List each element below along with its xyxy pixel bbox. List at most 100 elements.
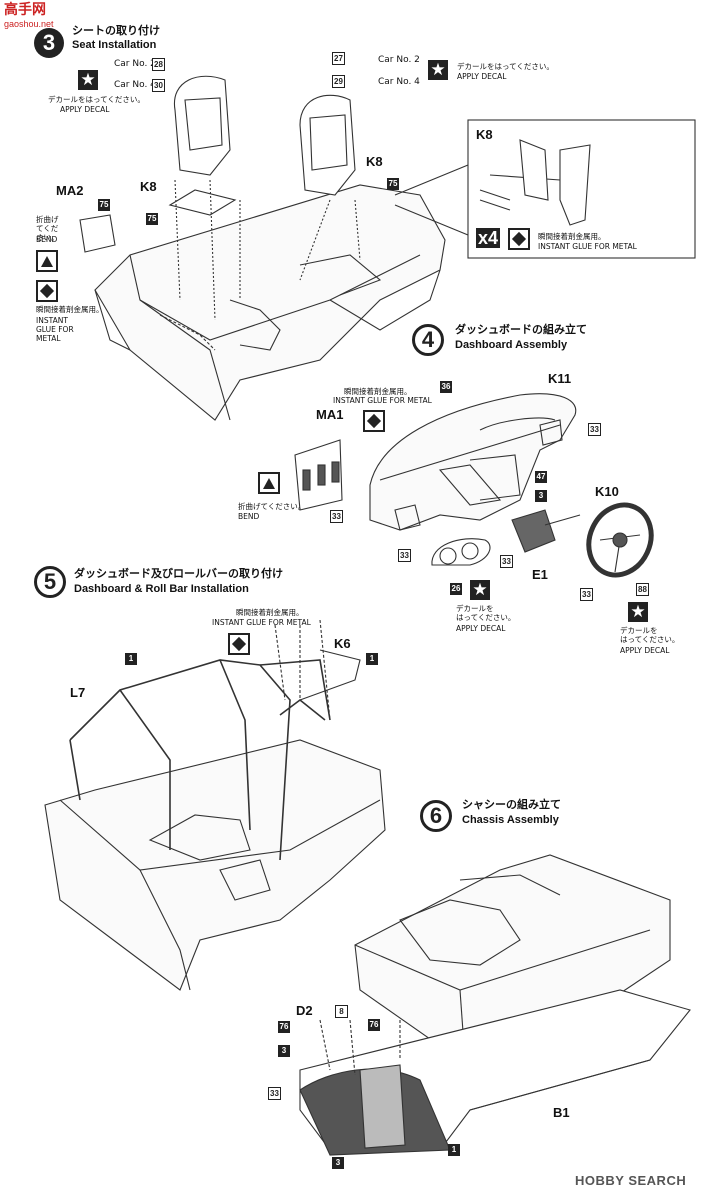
inset-glue-en: INSTANT GLUE FOR METAL xyxy=(538,242,637,251)
part-1-badge: 1 xyxy=(448,1144,460,1156)
part-33-badge: 33 xyxy=(580,588,593,601)
step6-number: 6 xyxy=(420,800,452,832)
step5-car-body xyxy=(44,739,386,991)
step3-car-body xyxy=(94,184,446,421)
ma2-bend-en: BEND xyxy=(36,235,58,244)
step3-decal-en: APPLY DECAL xyxy=(60,105,110,114)
part-76-badge: 76 xyxy=(368,1019,380,1031)
step3-seats xyxy=(168,75,361,321)
part-33-badge: 33 xyxy=(398,549,411,562)
part-88-badge: 88 xyxy=(636,583,649,596)
part-3-badge: 3 xyxy=(278,1045,290,1057)
right-car4-label: Car No. 4 xyxy=(378,77,420,87)
step4-number: 4 xyxy=(412,324,444,356)
step4-decal-en: APPLY DECAL xyxy=(456,624,506,633)
step4-bend-jp: 折曲げてください。 xyxy=(238,502,306,511)
ma2-part-badge: 75 xyxy=(98,199,110,211)
part-33-badge: 33 xyxy=(588,423,601,436)
star-decal-icon: ★ xyxy=(470,580,490,600)
label-k10: K10 xyxy=(595,484,619,499)
part-33-badge: 33 xyxy=(330,510,343,523)
step4-decal-jp: デカールを はってください。 xyxy=(456,604,516,622)
step6-upper-body xyxy=(354,854,671,1061)
label-k8-right: K8 xyxy=(366,154,383,169)
step4-glue-en: INSTANT GLUE FOR METAL xyxy=(333,396,432,405)
step4-dashboard xyxy=(369,393,577,531)
label-ma1: MA1 xyxy=(316,407,344,422)
label-k11: K11 xyxy=(548,371,572,386)
label-e1: E1 xyxy=(532,567,548,582)
hobby-search-logo: HOBBY SEARCH xyxy=(575,1173,687,1188)
instant-glue-icon xyxy=(363,410,385,432)
part-33-badge: 33 xyxy=(500,555,513,568)
part-75-left-badge: 75 xyxy=(146,213,158,225)
car4-part-badge: 30 xyxy=(152,79,165,92)
step6-title-en: Chassis Assembly xyxy=(462,814,559,826)
label-k6: K6 xyxy=(334,636,351,651)
ma2-bend-jp: 折曲げてください。 xyxy=(36,215,59,242)
step3-number: 3 xyxy=(34,28,64,58)
part-36-badge: 36 xyxy=(440,381,452,393)
part-1-badge: 1 xyxy=(366,653,378,665)
part-26-badge: 26 xyxy=(450,583,462,595)
ma2-glue-en: INSTANT GLUE FOR METAL xyxy=(36,316,74,343)
right-car4-part-badge: 29 xyxy=(332,75,345,88)
step4-glue-jp: 瞬間接着剤金属用。 xyxy=(344,387,412,396)
step4-title-jp: ダッシュボードの組み立て xyxy=(455,323,587,336)
step5-glue-en: INSTANT GLUE FOR METAL xyxy=(212,618,311,627)
part-76-badge: 76 xyxy=(278,1021,290,1033)
step3-title-jp: シートの取り付け xyxy=(72,24,160,37)
step3-decal-jp: デカールをはってください。 xyxy=(48,95,145,104)
car4-label: Car No. 4 xyxy=(114,80,156,90)
step4-decal2-en: APPLY DECAL xyxy=(620,646,670,655)
right-decal-en: APPLY DECAL xyxy=(457,72,507,81)
step3-title-en: Seat Installation xyxy=(72,39,157,51)
label-k8-left: K8 xyxy=(140,179,157,194)
right-car2-label: Car No. 2 xyxy=(378,55,420,65)
step5-roll-bar xyxy=(69,659,331,861)
inset-leader-lines xyxy=(394,164,469,236)
label-d2: D2 xyxy=(296,1003,313,1018)
step4-decal2-jp: デカールを はってください。 xyxy=(620,626,680,644)
part-33-badge: 33 xyxy=(268,1087,281,1100)
star-decal-icon: ★ xyxy=(428,60,448,80)
inset-glue-jp: 瞬間接着剤金属用。 xyxy=(538,232,606,241)
part-1-badge: 1 xyxy=(125,653,137,665)
instant-glue-icon xyxy=(228,633,250,655)
k8-inset-drawing xyxy=(479,139,591,226)
part-47-badge: 47 xyxy=(535,471,547,483)
car2-part-badge: 28 xyxy=(152,58,165,71)
step5-glue-jp: 瞬間接着剤金属用。 xyxy=(236,608,304,617)
car2-label: Car No. 2 xyxy=(114,59,156,69)
star-decal-icon: ★ xyxy=(628,602,648,622)
watermark-logo-text: 高手网 xyxy=(4,2,46,18)
inset-quantity: x4 xyxy=(476,228,501,248)
step4-steering-column xyxy=(511,509,581,553)
step5-number: 5 xyxy=(34,566,66,598)
instant-glue-icon xyxy=(508,228,530,250)
bend-icon xyxy=(258,472,280,494)
step4-steering-wheel xyxy=(586,502,654,578)
star-decal-icon: ★ xyxy=(78,70,98,90)
label-ma2: MA2 xyxy=(56,183,84,198)
inset-label-k8: K8 xyxy=(476,127,493,142)
bend-icon xyxy=(36,250,58,272)
part-3-badge: 3 xyxy=(535,490,547,502)
ma2-part xyxy=(79,214,116,253)
step5-title-jp: ダッシュボード及びロールバーの取り付け xyxy=(74,567,283,580)
k6-part xyxy=(299,649,361,701)
instant-glue-icon xyxy=(36,280,58,302)
watermark-url: gaoshou.net xyxy=(4,19,54,29)
right-decal-jp: デカールをはってください。 xyxy=(457,62,554,71)
part-75-right-badge: 75 xyxy=(387,178,399,190)
part-8-badge: 8 xyxy=(335,1005,348,1018)
part-3-badge: 3 xyxy=(332,1157,344,1169)
step5-title-en: Dashboard & Roll Bar Installation xyxy=(74,583,249,595)
step6-title-jp: シャシーの組み立て xyxy=(462,798,561,811)
step4-bend-en: BEND xyxy=(238,512,260,521)
step5-leader-lines xyxy=(274,619,331,721)
step6-chassis xyxy=(299,989,691,1156)
step4-ma1-panel xyxy=(294,439,343,511)
